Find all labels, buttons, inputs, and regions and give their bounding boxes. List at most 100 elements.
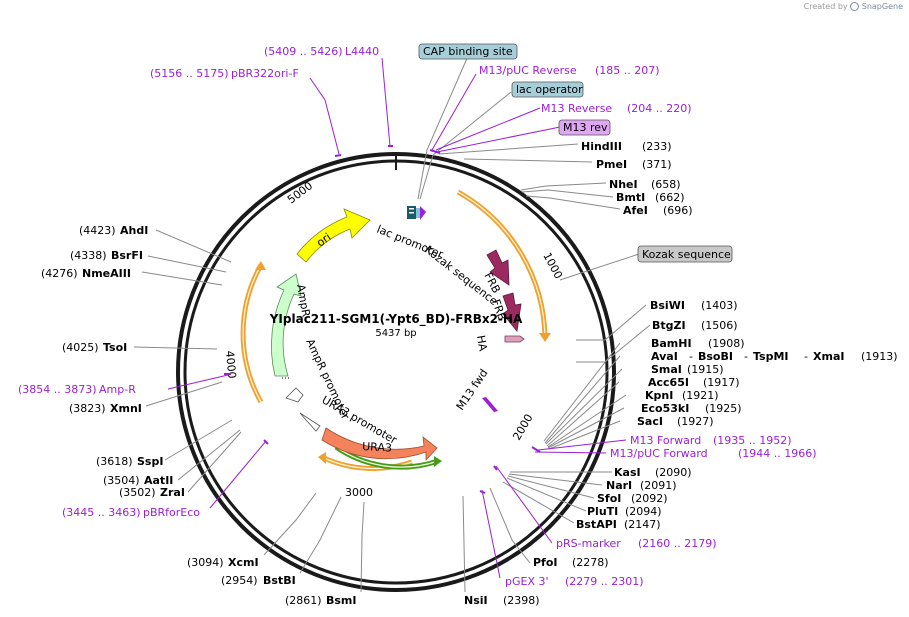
site-nsii-name[interactable]: NsiI	[464, 594, 488, 607]
site-avai-name[interactable]: AvaI	[651, 350, 678, 363]
site-sfoi-name[interactable]: SfoI	[597, 492, 621, 505]
site-sspi-name[interactable]: SspI	[137, 455, 163, 468]
primer-prs-range[interactable]: (2160 .. 2179)	[638, 537, 717, 550]
site-nmeaiii-name[interactable]: NmeAIII	[82, 267, 131, 280]
site-zrai-name[interactable]: ZraI	[160, 486, 185, 499]
lac-operator-box[interactable]	[511, 81, 584, 98]
ampr-feature	[271, 273, 302, 377]
primer-prs-name[interactable]: pRS-marker	[556, 537, 621, 550]
site-kpni-name[interactable]: KpnI	[645, 389, 673, 402]
site-saci-name[interactable]: SacI	[637, 415, 663, 428]
primer-marker-pgex	[479, 490, 486, 494]
site-xmni-pos: (3823)	[69, 402, 106, 415]
m13-rev-box[interactable]	[558, 119, 611, 136]
ldr-ampr-primer	[167, 374, 229, 390]
site-bsobi-name[interactable]: BsoBI	[698, 350, 733, 363]
site-eco53ki-name[interactable]: Eco53kI	[641, 402, 689, 415]
site-kasi-name[interactable]: KasI	[614, 466, 641, 479]
site-hindiii-name[interactable]: HindIII	[581, 140, 622, 153]
frb-feature-1	[486, 249, 510, 286]
primer-m13-reverse-name[interactable]: M13 Reverse	[541, 102, 612, 115]
primer-pgex-range[interactable]: (2279 .. 2301)	[565, 575, 644, 588]
kozak-sequence-box-label: Kozak sequence	[642, 248, 731, 261]
site-pluti-name[interactable]: PluTI	[587, 505, 618, 518]
orange-feature-arc-3-inner	[323, 457, 413, 470]
site-smai-pos: (1915)	[687, 363, 724, 376]
primer-pbr322-range[interactable]: (5156 .. 5175)	[150, 67, 229, 80]
primer-marker-m13rev	[429, 149, 441, 154]
primer-m13puc-fwd-name[interactable]: M13/pUC Forward	[610, 447, 708, 460]
site-bsrfi-name[interactable]: BsrFI	[111, 249, 143, 262]
primer-l4440-range[interactable]: (5409 .. 5426)	[264, 45, 343, 58]
cap-binding-site-box[interactable]	[418, 43, 518, 60]
site-bsmi-name[interactable]: BsmI	[326, 594, 357, 607]
primer-pbr322-name[interactable]: pBR322ori-F	[231, 67, 299, 80]
primer-m13puc-fwd-range[interactable]: (1944 .. 1966)	[738, 447, 817, 460]
site-pfoi-name[interactable]: PfoI	[533, 556, 558, 569]
site-bamhi-pos: (1908)	[708, 337, 745, 350]
tick-3000: 3000	[345, 486, 373, 499]
site-tsoi-pos: (4025)	[62, 341, 99, 354]
site-bmti-name[interactable]: BmtI	[616, 191, 645, 204]
m13-fwd-label: M13 fwd	[454, 367, 491, 413]
site-tsoi-name[interactable]: TsoI	[103, 341, 127, 354]
site-bsiwi-name[interactable]: BsiWI	[650, 299, 685, 312]
ldr-m13puc-fwd	[534, 451, 607, 454]
orange-arc-1-head	[539, 333, 551, 342]
ldr-bsrfi	[147, 255, 227, 273]
site-aatii-name[interactable]: AatII	[144, 474, 173, 487]
site-hindiii-pos: (233)	[642, 140, 672, 153]
ura3-label: URA3	[362, 440, 392, 455]
ldr-bsiwi	[576, 304, 647, 341]
lac-promoter-stripe-2	[409, 212, 414, 214]
site-ahdi-name[interactable]: AhdI	[120, 224, 148, 237]
primer-ampr-range[interactable]: (3854 .. 3873)	[18, 383, 97, 396]
ldr-pbr322	[309, 77, 340, 155]
primer-m13-forward-range[interactable]: (1935 .. 1952)	[713, 434, 792, 447]
site-bstbi-name[interactable]: BstBI	[263, 574, 296, 587]
site-bamhi-name[interactable]: BamHI	[651, 337, 692, 350]
site-nhei-name[interactable]: NheI	[609, 178, 638, 191]
ldr-ahdi	[155, 229, 232, 263]
primer-ampr-name[interactable]: Amp-R	[99, 383, 136, 396]
primer-pbrforeco-range[interactable]: (3445 .. 3463)	[62, 506, 141, 519]
primer-l4440-name[interactable]: L4440	[345, 45, 379, 58]
site-xcmi-name[interactable]: XcmI	[228, 556, 259, 569]
site-tspmi-name[interactable]: TspMI	[753, 350, 789, 363]
site-afei-name[interactable]: AfeI	[623, 204, 648, 217]
site-nmeaiii-pos: (4276)	[41, 267, 78, 280]
site-nari-name[interactable]: NarI	[606, 479, 632, 492]
primer-pgex-name[interactable]: pGEX 3'	[505, 575, 549, 588]
ori-feature	[296, 208, 371, 263]
site-pluti-pos: (2094)	[625, 505, 662, 518]
site-bstapi-name[interactable]: BstAPI	[576, 518, 617, 531]
site-pfoi-pos: (2278)	[572, 556, 609, 569]
ldr-kpni	[547, 394, 627, 448]
site-xmai-name[interactable]: XmaI	[813, 350, 844, 363]
site-btgzi-pos: (1506)	[701, 319, 738, 332]
primer-m13-reverse-range[interactable]: (204 .. 220)	[627, 102, 692, 115]
site-xmni-name[interactable]: XmnI	[110, 402, 142, 415]
ldr-smai	[545, 368, 623, 445]
ldr-pbrforeco	[209, 440, 267, 509]
site-saci-pos: (1927)	[677, 415, 714, 428]
ampr-dots: ⋯	[281, 374, 290, 384]
primer-m13puc-rev-range[interactable]: (185 .. 207)	[595, 64, 660, 77]
site-sep-1: -	[689, 350, 693, 363]
primer-pbrforeco-name[interactable]: pBRforEco	[143, 506, 200, 519]
site-btgzi-name[interactable]: BtgZI	[652, 319, 686, 332]
site-smai-name[interactable]: SmaI	[651, 363, 682, 376]
ldr-saci	[548, 420, 621, 450]
kozak-sequence-box[interactable]	[637, 245, 733, 263]
lac-operator-label: lac operator	[516, 83, 583, 96]
site-acc65i-name[interactable]: Acc65I	[648, 376, 689, 389]
ldr-nari	[508, 473, 603, 486]
ldr-zrai	[187, 431, 242, 493]
site-pmei-name[interactable]: PmeI	[596, 158, 627, 171]
primer-m13puc-rev-name[interactable]: M13/pUC Reverse	[479, 64, 577, 77]
ldr-bstbi	[299, 496, 342, 574]
primer-m13-forward-name[interactable]: M13 Forward	[630, 434, 701, 447]
ldr-m13-forward	[537, 439, 627, 451]
ldr-avai	[544, 355, 621, 444]
